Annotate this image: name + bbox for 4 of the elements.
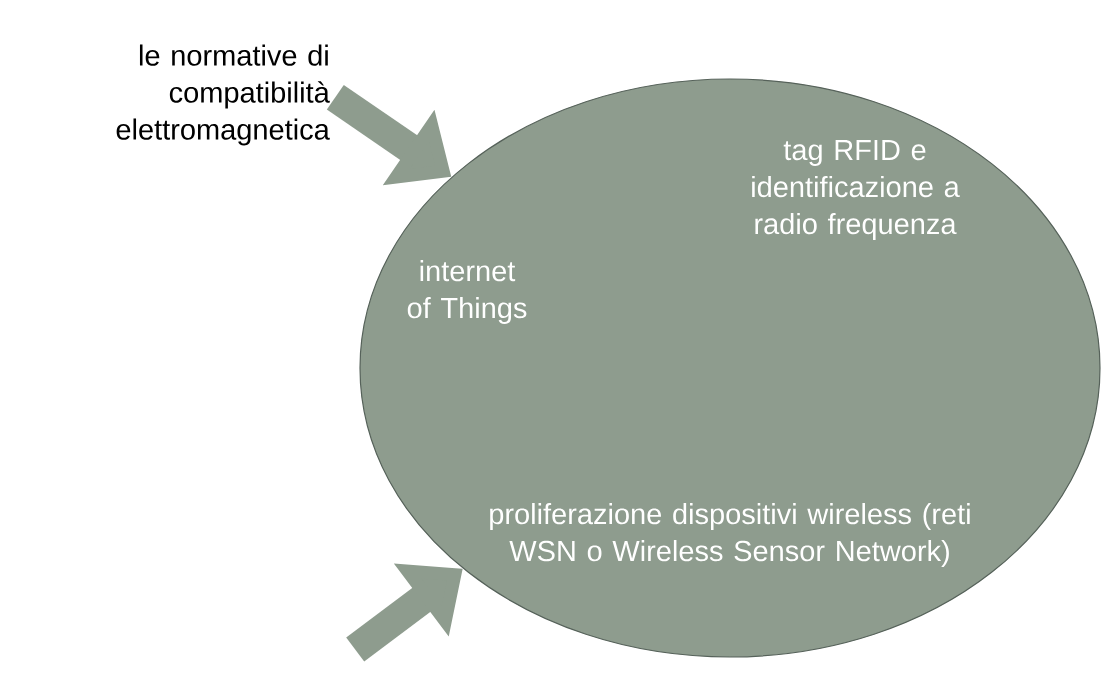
ellipse-text: internet of Things — [407, 259, 527, 324]
ellipse-text: tag RFID e identificazione a radio frequenza — [752, 140, 960, 240]
ellipse-text: proliferazione dispositivi wireless (reti WSN o Wireless Sensor Network) — [490, 502, 970, 567]
text-label: le normative di compatibilità elettromagnetica — [116, 44, 330, 146]
